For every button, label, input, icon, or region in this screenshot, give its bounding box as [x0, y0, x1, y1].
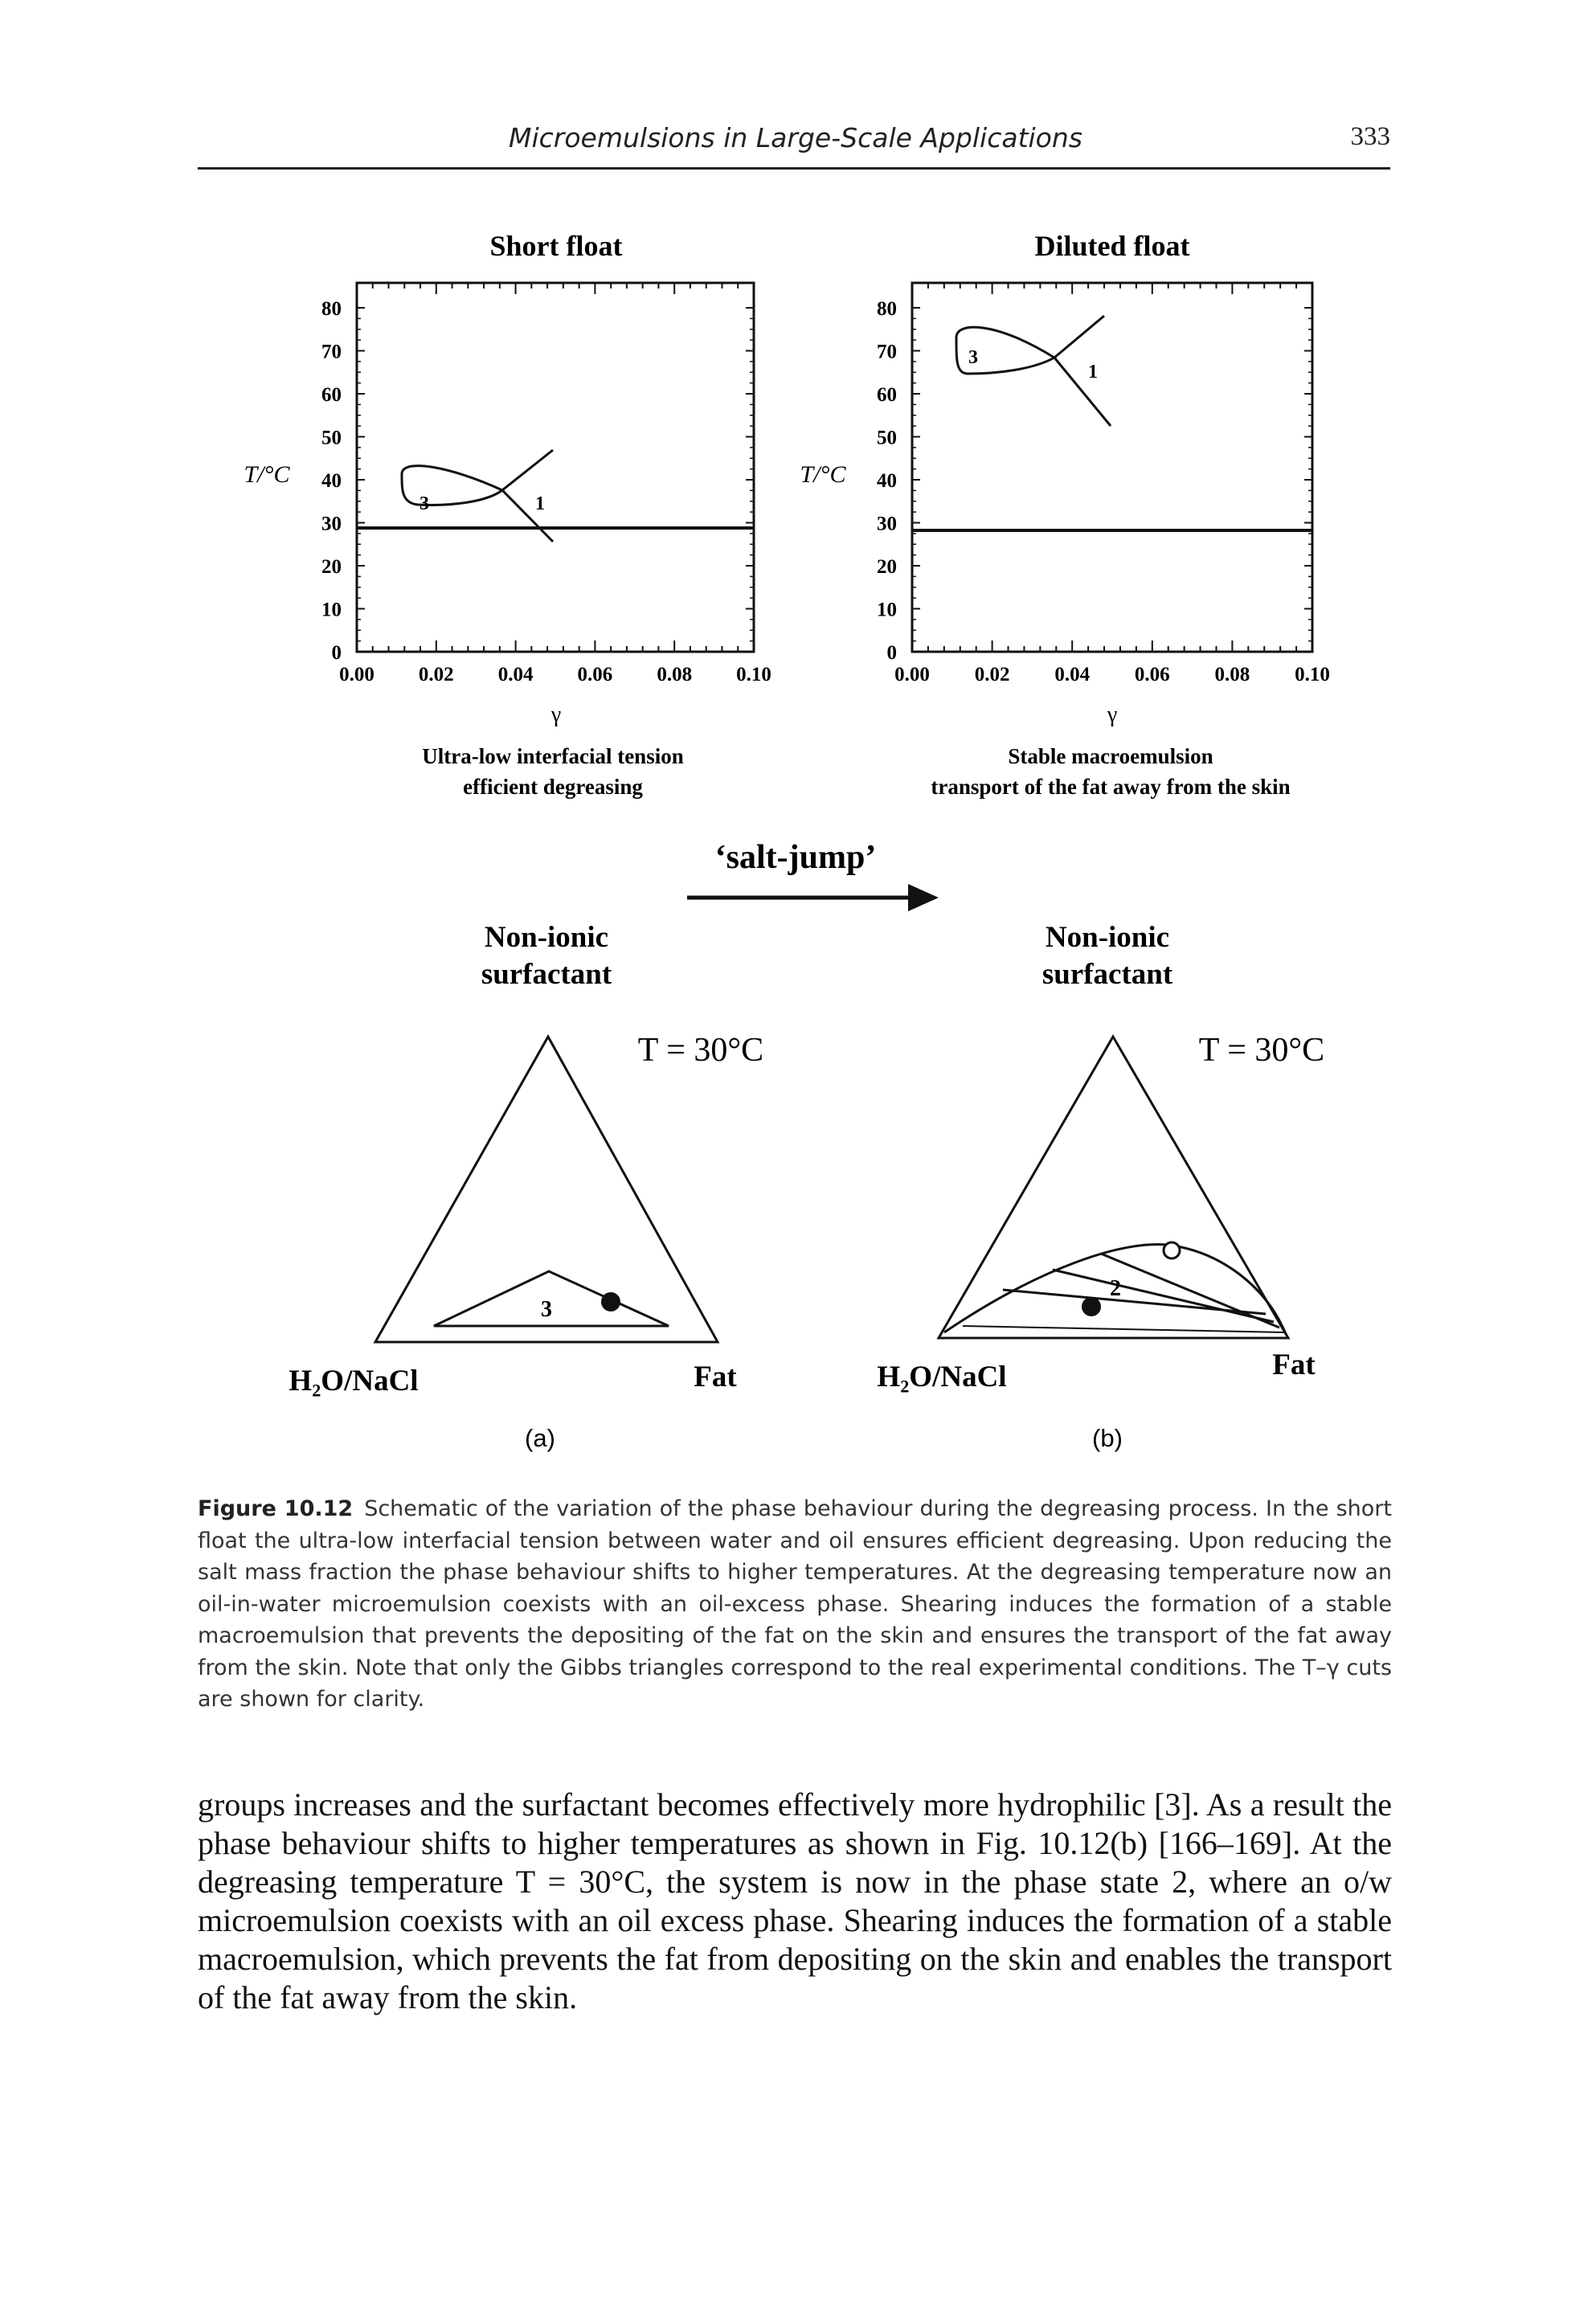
panel-b-tag: (b) [1092, 1424, 1123, 1452]
panel-b-y-tick-label: 50 [877, 428, 897, 449]
body-paragraph: groups increases and the surfactant beco… [198, 1786, 1392, 2015]
panel-b-y-tick-label: 70 [877, 342, 897, 363]
page-number: 333 [1350, 122, 1391, 151]
panel-a-x-tick-label: 0.02 [419, 664, 454, 685]
panel-b-x-tick-label: 0.10 [1295, 664, 1330, 685]
panel-a-x-tick-label: 0.00 [339, 664, 374, 685]
panel-a-region-3: 3 [419, 493, 429, 514]
salt-jump-label: ‘salt-jump’ [715, 839, 877, 876]
caption-label: Figure 10.12 [198, 1496, 354, 1521]
panel-b-y-tick-label: 10 [877, 599, 897, 621]
panel-b-x-tick-label: 0.00 [894, 664, 930, 685]
panel-a-y-tick-label: 20 [321, 556, 342, 578]
panel-a-y-tick-label: 50 [321, 428, 342, 449]
panel-a-y-tick-label: 10 [321, 599, 342, 621]
panel-a-y-tick-label: 70 [321, 342, 342, 363]
panel-a-tag: (a) [525, 1424, 555, 1452]
panel-a-axes: 80 70 60 50 40 30 20 10 00.00 0.02 0.04 0.06 0.08 0.1… [321, 283, 771, 685]
panel-b-x-tick-label: 0.02 [975, 664, 1010, 685]
header-rule [198, 167, 1390, 170]
panel-b-vertex-water: H₂O/NaCl [877, 1361, 1006, 1393]
panel-a-y-tick-label: 60 [321, 384, 342, 406]
panel-a-surfactant-line2: surfactant [481, 958, 612, 991]
panel-a-y-label: T/°C [243, 461, 290, 488]
panel-a-y-tick-label: 40 [321, 470, 342, 492]
panel-a-phase-boundary [501, 448, 555, 543]
panel-a-y-tick-label: 30 [321, 514, 342, 535]
panel-b-y-tick-label: 80 [877, 298, 897, 320]
panel-b-tie-line-4 [962, 1325, 1285, 1333]
panel-b-region-1: 1 [1088, 362, 1098, 383]
panel-b-tie-line-3 [1100, 1252, 1280, 1329]
panel-b-x-tick-label: 0.06 [1135, 664, 1170, 685]
panel-a-y-tick-label: 80 [321, 298, 342, 320]
panel-b-region-3: 3 [968, 347, 978, 368]
panel-a-three-phase-loop [400, 464, 505, 506]
panel-b-frame [911, 281, 1314, 653]
panel-b-x-tick-label: 0.08 [1215, 664, 1250, 685]
panel-b-gibbs-triangle: Non-ionic surfactant T = 30°C 2 H₂O/NaCl… [877, 921, 1324, 1452]
panel-b-critical-point [1162, 1241, 1181, 1260]
panel-a-note-line2: efficient degreasing [463, 775, 643, 799]
panel-a-temperature: T = 30°C [638, 1032, 763, 1069]
panel-a-surfactant-line1: Non-ionic [485, 921, 608, 954]
panel-b-x-label: γ [1107, 702, 1117, 727]
panel-b-x-tick-label: 0.04 [1054, 664, 1090, 685]
panel-a-x-tick-label: 0.08 [657, 664, 692, 685]
panel-b-y-tick-label: 60 [877, 384, 897, 406]
panel-b-vertex-fat: Fat [1272, 1348, 1316, 1381]
panel-b-axes: 80 70 60 50 40 30 20 10 00.00 0.02 0.04 0.06 0.08 0.1… [877, 283, 1330, 685]
panel-b-triangle-region: 2 [1110, 1276, 1121, 1301]
panel-b-composition-point [1082, 1297, 1101, 1316]
panel-a-x-tick-label: 0.04 [498, 664, 534, 685]
panel-b-y-tick-label: 40 [877, 470, 897, 492]
panel-b-y-tick-label: 20 [877, 556, 897, 578]
caption-text: Schematic of the variation of the phase … [198, 1496, 1392, 1712]
panel-a-vertex-water: H₂O/NaCl [289, 1365, 418, 1397]
panel-a-note-line1: Ultra-low interfacial tension [422, 744, 683, 768]
panel-b-phase-boundary [1053, 314, 1112, 427]
panel-a-x-tick-label: 0.06 [578, 664, 613, 685]
panel-b-triangle-outline [936, 1034, 1291, 1340]
panel-a-vertex-fat: Fat [694, 1361, 737, 1393]
panel-b-temperature: T = 30°C [1199, 1032, 1324, 1069]
panel-a-triangle-outline [373, 1033, 720, 1344]
panel-b-y-tick-label: 30 [877, 514, 897, 535]
panel-b-surfactant-line2: surfactant [1042, 958, 1173, 991]
panel-b-three-phase-loop [955, 325, 1057, 375]
panel-b-surfactant-line1: Non-ionic [1046, 921, 1169, 954]
panel-a-y-tick-label: 0 [332, 642, 342, 664]
panel-b-title: Diluted float [1035, 230, 1190, 262]
panel-a-composition-point [601, 1292, 620, 1311]
panel-a-plot: Short float 80 70 60 50 40 30 20 10 00.00 0.02 0.0… [243, 230, 771, 799]
panel-a-triangle-region: 3 [541, 1297, 552, 1322]
panel-a-title: Short float [490, 230, 623, 262]
panel-a-x-tick-label: 0.10 [736, 664, 771, 685]
salt-jump-arrowhead [908, 884, 939, 911]
panel-b-note-line2: transport of the fat away from the skin [931, 775, 1290, 799]
running-head-title: Microemulsions in Large-Scale Applicatio… [509, 122, 1082, 153]
panel-a-frame [355, 281, 755, 653]
panel-b-note-line1: Stable macroemulsion [1008, 744, 1213, 768]
panel-b-y-tick-label: 0 [887, 642, 898, 664]
panel-b-tie-line-2 [1052, 1268, 1275, 1324]
panel-a-region-1: 1 [535, 493, 545, 514]
panel-b-plot: Diluted float 80 70 60 50 40 30 20 10 00.00 0.02 0… [800, 230, 1329, 799]
panel-a-gibbs-triangle: Non-ionic surfactant T = 30°C 3 H₂O/NaCl… [289, 921, 763, 1452]
panel-b-y-label: T/°C [800, 461, 846, 488]
panel-a-x-label: γ [550, 702, 561, 727]
